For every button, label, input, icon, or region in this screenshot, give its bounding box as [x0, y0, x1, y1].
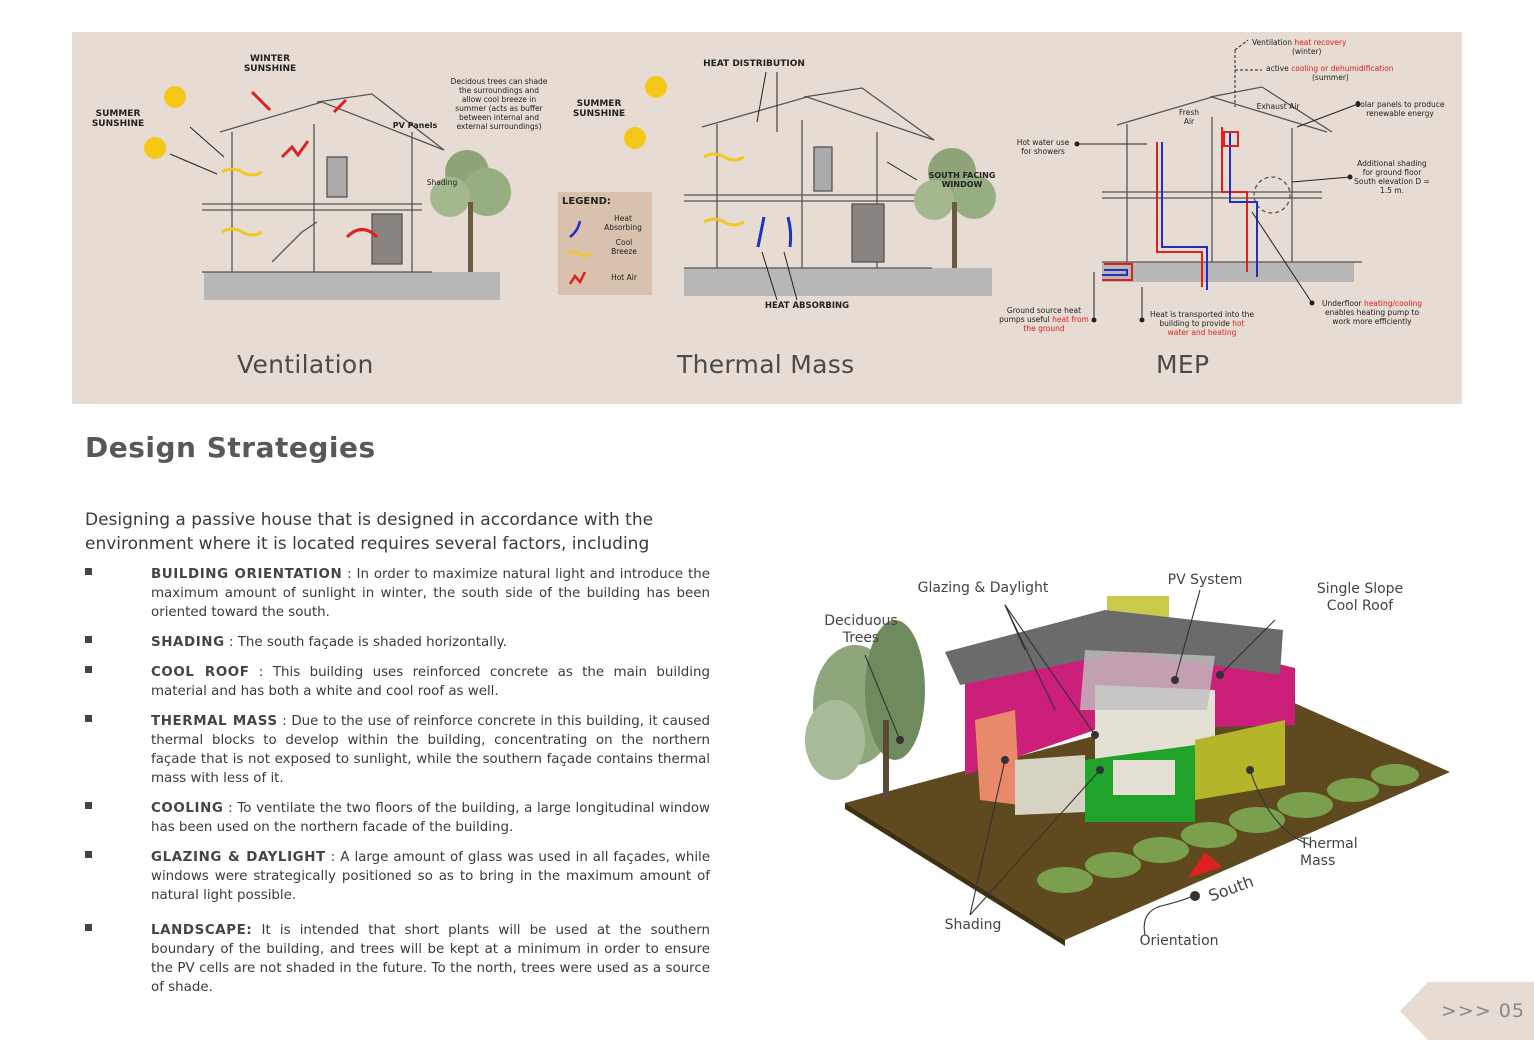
hot-water-label: Hot water use for showers — [1016, 138, 1070, 156]
south-arrow-icon — [1188, 852, 1222, 878]
hot-air-arrow-icon — [568, 271, 587, 285]
sun-icon — [624, 127, 646, 149]
bullet-icon — [85, 666, 92, 673]
diagram-band: WINTER SUNSHINE SUMMER SUNSHINE Decidous… — [72, 32, 1462, 404]
south-facing-window-label: SOUTH FACING WINDOW — [928, 171, 996, 190]
house-illustration: Glazing & Daylight PV System Single Slop… — [795, 560, 1485, 980]
legend-item-hot-air: Hot Air — [611, 273, 637, 282]
sun-icon — [645, 76, 667, 98]
strategy-list: BUILDING ORIENTATION : In order to maxim… — [85, 565, 710, 1008]
bullet-icon — [85, 636, 92, 643]
legend-item-cool-breeze: Cool Breeze — [611, 238, 637, 256]
strategy-cool-roof: COOL ROOF : This building uses reinforce… — [85, 663, 710, 701]
thermal-mass-section-drawing — [684, 87, 992, 296]
strategy-thermal-mass: THERMAL MASS : Due to the use of reinfor… — [85, 712, 710, 788]
bullet-icon — [85, 924, 92, 931]
deciduous-trees — [805, 620, 925, 800]
strategy-building-orientation: BUILDING ORIENTATION : In order to maxim… — [85, 565, 710, 622]
heat-absorbing-label: HEAT ABSORBING — [764, 301, 850, 311]
ventilation-heat-recovery-label: Ventilation heat recovery(winter) — [1252, 38, 1347, 56]
active-cooling-label: active cooling or dehumidification(summe… — [1266, 64, 1394, 82]
fresh-air-label: Fresh Air — [1179, 108, 1199, 126]
summer-sunshine-label: SUMMER SUNSHINE — [91, 109, 145, 130]
underfloor-label: Underfloor heating/cooling enables heati… — [1321, 299, 1423, 326]
hot-air-arrow — [250, 90, 272, 112]
pv-panels-label: PV Panels — [392, 121, 438, 130]
page-number-tab — [1400, 982, 1534, 1040]
heat-transport-label: Heat is transported into the building to… — [1149, 310, 1255, 337]
sun-icon — [164, 86, 186, 108]
strategy-cooling: COOLING : To ventilate the two floors of… — [85, 799, 710, 837]
winter-sunshine-label: WINTER SUNSHINE — [243, 54, 297, 75]
thermal-mass-title: Thermal Mass — [677, 350, 855, 379]
legend-title: LEGEND: — [562, 196, 611, 207]
additional-shading-label: Additional shading for ground floor Sout… — [1354, 159, 1430, 195]
section-drawings — [144, 39, 1362, 323]
deciduous-note-label: Decidous trees can shade the surrounding… — [450, 77, 548, 131]
exhaust-air-label: Exhaust Air — [1256, 102, 1300, 111]
ground-source-label: Ground source heat pumps useful heat fro… — [999, 306, 1089, 333]
legend-item-heat-absorbing: Heat Absorbing — [604, 214, 642, 232]
strategy-glazing-daylight: GLAZING & DAYLIGHT : A large amount of g… — [85, 848, 710, 905]
cool-breeze-arrow-icon — [567, 250, 593, 258]
house-drawing — [805, 589, 1450, 946]
summer-sunshine-label-2: SUMMER SUNSHINE — [572, 99, 626, 120]
lower-facade-yellow — [1195, 720, 1285, 800]
page-title: Design Strategies — [85, 431, 376, 464]
cool-roof — [945, 610, 1283, 685]
strategy-shading: SHADING : The south façade is shaded hor… — [85, 633, 710, 652]
solar-panels-label: Solar panels to produce renewable energy — [1355, 100, 1445, 118]
glazing-daylight-label: Glazing & Daylight — [917, 580, 1049, 596]
shading-house-label: Shading — [944, 917, 1002, 933]
ventilation-tree — [430, 150, 511, 272]
thermal-mass-tree — [914, 148, 996, 268]
bullet-icon — [85, 715, 92, 722]
heat-distribution-label: HEAT DISTRIBUTION — [703, 59, 805, 69]
pv-panels — [1080, 650, 1215, 710]
deciduous-trees-label: Deciduous Trees — [824, 613, 898, 646]
page-number: >>> 05 — [1441, 1000, 1525, 1022]
legend-box — [558, 192, 652, 295]
intro-paragraph: Designing a passive house that is design… — [85, 510, 654, 554]
ventilation-title: Ventilation — [237, 350, 374, 379]
cool-breeze-arrow — [221, 167, 263, 177]
mep-title: MEP — [1156, 350, 1210, 379]
shading-label: Shading — [426, 178, 458, 187]
bullet-icon — [85, 802, 92, 809]
heat-absorbing-arrow-icon — [569, 220, 582, 238]
mep-section-drawing — [1102, 86, 1362, 282]
ventilation-section-drawing — [202, 93, 500, 300]
pv-system-label: PV System — [1167, 572, 1243, 588]
mep-pipes — [1102, 127, 1258, 290]
thermal-mass-label: Thermal Mass — [1300, 836, 1358, 869]
single-slope-cool-roof-label: Single Slope Cool Roof — [1316, 581, 1404, 614]
bullet-icon — [85, 568, 92, 575]
orientation-label: Orientation — [1139, 933, 1219, 949]
sun-icon — [144, 137, 166, 159]
strategy-landscape: LANDSCAPE: It is intended that short pla… — [85, 921, 710, 997]
bullet-icon — [85, 851, 92, 858]
